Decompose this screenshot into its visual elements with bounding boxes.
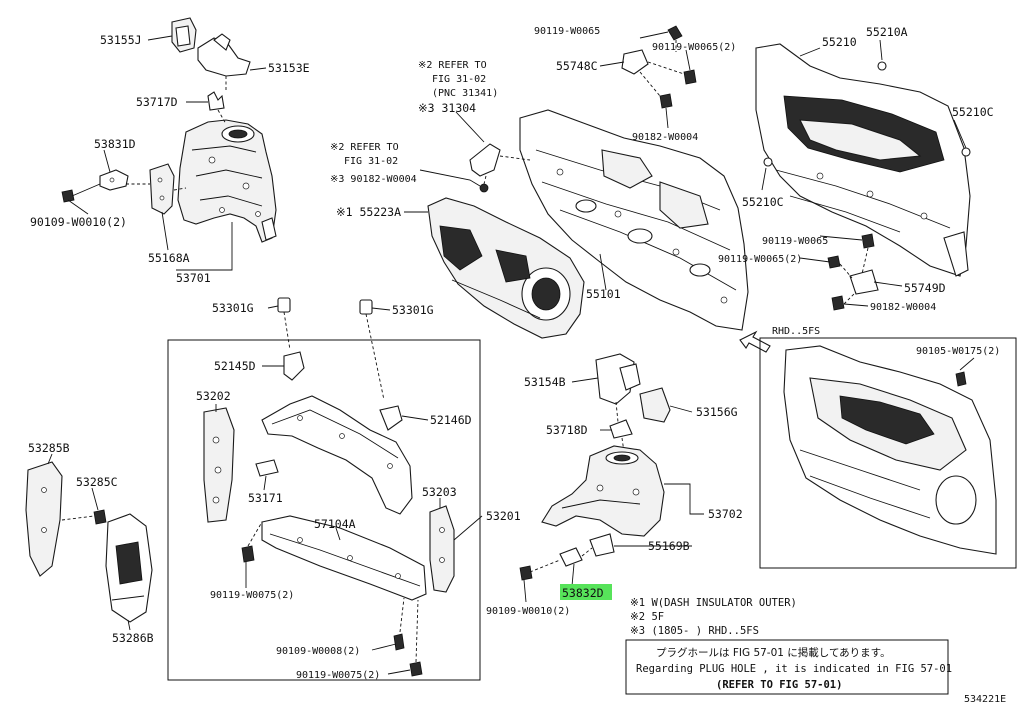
label-ref1-a: ※2 REFER TO <box>418 60 487 71</box>
label-55168A: 55168A <box>148 251 190 265</box>
label-90105-w0175: 90105-W0175(2) <box>916 346 1000 357</box>
label-ref2-b: FIG 31-02 <box>344 156 398 167</box>
footnotes: ※1 W(DASH INSULATOR OUTER) ※2 5F ※3 (180… <box>630 597 797 637</box>
seal-parts-left <box>25 461 153 623</box>
label-90119-w0065-2b: 90119-W0065(2) <box>718 254 802 265</box>
label-53702: 53702 <box>708 507 743 521</box>
dash-silencer-assembly <box>621 25 971 311</box>
label-55210C-right: 55210C <box>952 105 994 119</box>
notice-reference: (REFER TO FIG 57-01) <box>716 679 842 691</box>
label-53831D: 53831D <box>94 137 136 151</box>
label-55223A: ※1 55223A <box>336 205 401 219</box>
label-ref2-a: ※2 REFER TO <box>330 142 399 153</box>
label-90109-w0010-bottom: 90109-W0010(2) <box>486 606 570 617</box>
diagram-id: 534221E <box>964 694 1006 705</box>
label-53285B: 53285B <box>28 441 70 455</box>
label-90182-w0004-a: 90182-W0004 <box>632 132 698 143</box>
label-53201: 53201 <box>486 509 521 523</box>
label-55210C-left: 55210C <box>742 195 784 209</box>
label-90119-w0065-a: 90119-W0065 <box>534 26 600 37</box>
label-ref1-b: FIG 31-02 <box>432 74 486 85</box>
label-53154B: 53154B <box>524 375 566 389</box>
part-labels: 53155J 53153E 53717D 53831D 90109-W0010(… <box>28 25 1000 681</box>
notice-box: プラグホールは FIG 57-01 に掲載してあります。 Regarding P… <box>625 639 952 695</box>
label-52145D: 52145D <box>214 359 256 373</box>
label-90119-w0075-b: 90119-W0075(2) <box>296 670 380 681</box>
rhd-inset <box>759 337 1017 569</box>
label-53203: 53203 <box>422 485 457 499</box>
view-direction-arrow <box>739 330 771 353</box>
footnote-2: ※2 5F <box>630 611 664 623</box>
label-53301G-right: 53301G <box>392 303 434 317</box>
label-53202: 53202 <box>196 389 231 403</box>
cowl-side-panel-assembly <box>61 17 277 243</box>
footnote-3: ※3 (1805- ) RHD..5FS <box>630 625 759 637</box>
label-52146D: 52146D <box>430 413 472 427</box>
footnote-1: ※1 W(DASH INSULATOR OUTER) <box>630 597 797 609</box>
label-90182-w0004-left: ※3 90182-W0004 <box>330 174 417 185</box>
label-90109-w0008: 90109-W0008(2) <box>276 646 360 657</box>
label-90119-w0065-b: 90119-W0065 <box>762 236 828 247</box>
dash-panel-assembly <box>427 109 749 339</box>
label-55101: 55101 <box>586 287 621 301</box>
label-rhd-5fs: RHD..5FS <box>772 326 820 337</box>
label-55210A: 55210A <box>866 25 908 39</box>
label-53832D[interactable]: 53832D <box>562 586 604 600</box>
leader-lines <box>47 31 967 675</box>
label-90182-w0004-b: 90182-W0004 <box>870 302 936 313</box>
cowl-side-panel-right-assembly <box>519 353 671 581</box>
label-ref1-c: (PNC 31341) <box>432 88 498 99</box>
label-55169B: 55169B <box>648 539 690 553</box>
label-55749D: 55749D <box>904 281 946 295</box>
label-53286B: 53286B <box>112 631 154 645</box>
label-90119-w0065-2a: 90119-W0065(2) <box>652 42 736 53</box>
label-55210: 55210 <box>822 35 857 49</box>
radiator-support-group <box>167 297 481 681</box>
label-55748C: 55748C <box>556 59 598 73</box>
label-57104A: 57104A <box>314 517 356 531</box>
notice-english: Regarding PLUG HOLE , it is indicated in… <box>636 663 952 675</box>
label-53717D: 53717D <box>136 95 178 109</box>
notice-japanese: プラグホールは FIG 57-01 に掲載してあります。 <box>656 646 891 659</box>
highlight-53832D <box>560 584 612 600</box>
label-53156G: 53156G <box>696 405 738 419</box>
label-53701: 53701 <box>176 271 211 285</box>
label-31304: ※3 31304 <box>418 101 476 115</box>
label-53718D: 53718D <box>546 423 588 437</box>
label-90109-w0010-top: 90109-W0010(2) <box>30 215 127 229</box>
label-53153E: 53153E <box>268 61 310 75</box>
label-53155J: 53155J <box>100 33 142 47</box>
label-53285C: 53285C <box>76 475 118 489</box>
label-53301G-left: 53301G <box>212 301 254 315</box>
label-90119-w0075-a: 90119-W0075(2) <box>210 590 294 601</box>
label-53171: 53171 <box>248 491 283 505</box>
